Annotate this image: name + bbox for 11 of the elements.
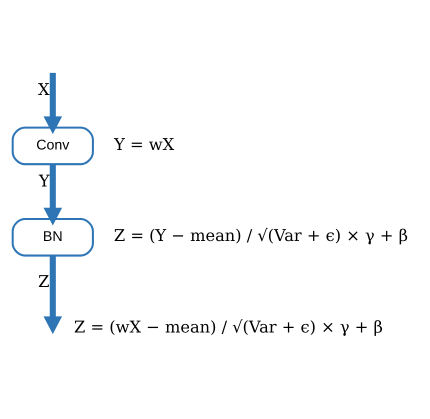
node-label: Z = (Y − mean) / √(Var + ϵ) × γ + β <box>114 226 408 246</box>
node-box: BN <box>12 218 94 257</box>
edge-label: Z <box>38 272 50 291</box>
node-label: Y = wX <box>114 134 174 154</box>
arrow <box>44 256 62 334</box>
label: Z = (wX − mean) / √(Var + ϵ) × γ + β <box>74 318 383 337</box>
arrow <box>44 164 62 226</box>
edge-label: X <box>38 80 50 100</box>
arrow <box>44 72 62 134</box>
edge-label: Y <box>38 172 50 191</box>
node-box: Conv <box>12 126 94 166</box>
